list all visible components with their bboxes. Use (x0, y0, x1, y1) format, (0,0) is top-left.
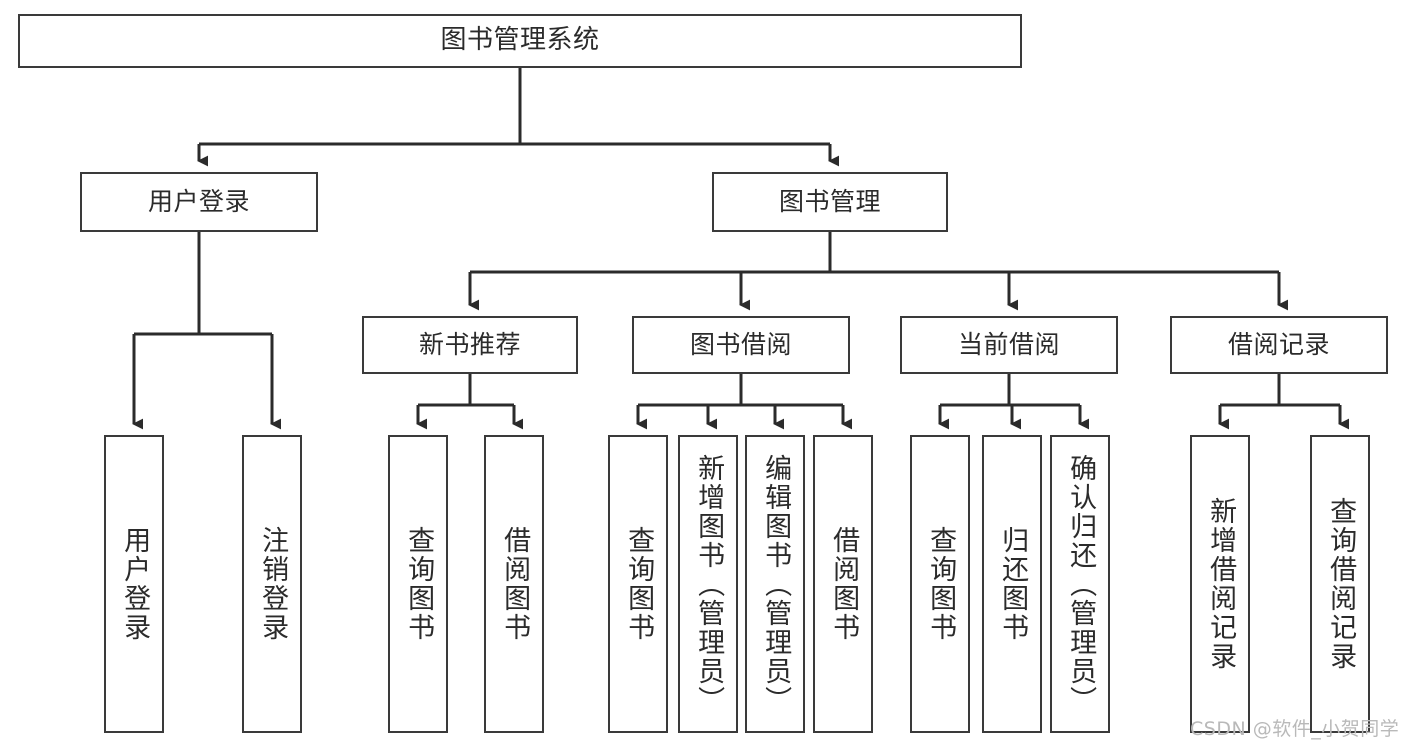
node-label: 用户登录 (119, 526, 151, 642)
node-label: 新书推荐 (418, 329, 521, 359)
leaf-query-book-2[interactable]: 查询图书 (608, 435, 668, 733)
node-current-borrow[interactable]: 当前借阅 (900, 316, 1118, 374)
node-label: 图书管理 (778, 186, 881, 216)
node-label: 确认归还（管理员） (1065, 453, 1097, 715)
leaf-return-book[interactable]: 归还图书 (982, 435, 1042, 733)
leaf-borrow-book-1[interactable]: 借阅图书 (484, 435, 544, 733)
node-label: 图书借阅 (689, 329, 792, 359)
node-borrow-record[interactable]: 借阅记录 (1170, 316, 1388, 374)
node-root-system[interactable]: 图书管理系统 (18, 14, 1022, 68)
watermark-text: CSDN @软件_小贺同学 (1190, 718, 1400, 740)
node-label: 新增图书（管理员） (693, 453, 725, 715)
node-label: 图书管理系统 (440, 25, 600, 56)
node-label: 注销登录 (257, 526, 289, 642)
node-label: 查询图书 (403, 526, 435, 642)
leaf-logout[interactable]: 注销登录 (242, 435, 302, 733)
leaf-add-book[interactable]: 新增图书（管理员） (678, 435, 738, 733)
leaf-add-record[interactable]: 新增借阅记录 (1190, 435, 1250, 733)
leaf-query-record[interactable]: 查询借阅记录 (1310, 435, 1370, 733)
node-label: 归还图书 (997, 526, 1029, 642)
node-label: 当前借阅 (957, 329, 1060, 359)
leaf-borrow-book-2[interactable]: 借阅图书 (813, 435, 873, 733)
node-label: 借阅图书 (828, 526, 860, 642)
node-label: 查询借阅记录 (1325, 497, 1357, 671)
node-label: 新增借阅记录 (1205, 497, 1237, 671)
node-label: 编辑图书（管理员） (760, 453, 792, 715)
node-label: 查询图书 (925, 526, 957, 642)
node-label: 用户登录 (147, 186, 250, 216)
node-book-manage[interactable]: 图书管理 (712, 172, 948, 232)
node-label: 借阅记录 (1227, 329, 1330, 359)
leaf-query-book-1[interactable]: 查询图书 (388, 435, 448, 733)
leaf-user-login[interactable]: 用户登录 (104, 435, 164, 733)
node-book-borrow[interactable]: 图书借阅 (632, 316, 850, 374)
node-new-book-recommend[interactable]: 新书推荐 (362, 316, 578, 374)
leaf-edit-book[interactable]: 编辑图书（管理员） (745, 435, 805, 733)
leaf-confirm-return[interactable]: 确认归还（管理员） (1050, 435, 1110, 733)
leaf-query-book-3[interactable]: 查询图书 (910, 435, 970, 733)
node-user-login[interactable]: 用户登录 (80, 172, 318, 232)
node-label: 借阅图书 (499, 526, 531, 642)
node-label: 查询图书 (623, 526, 655, 642)
